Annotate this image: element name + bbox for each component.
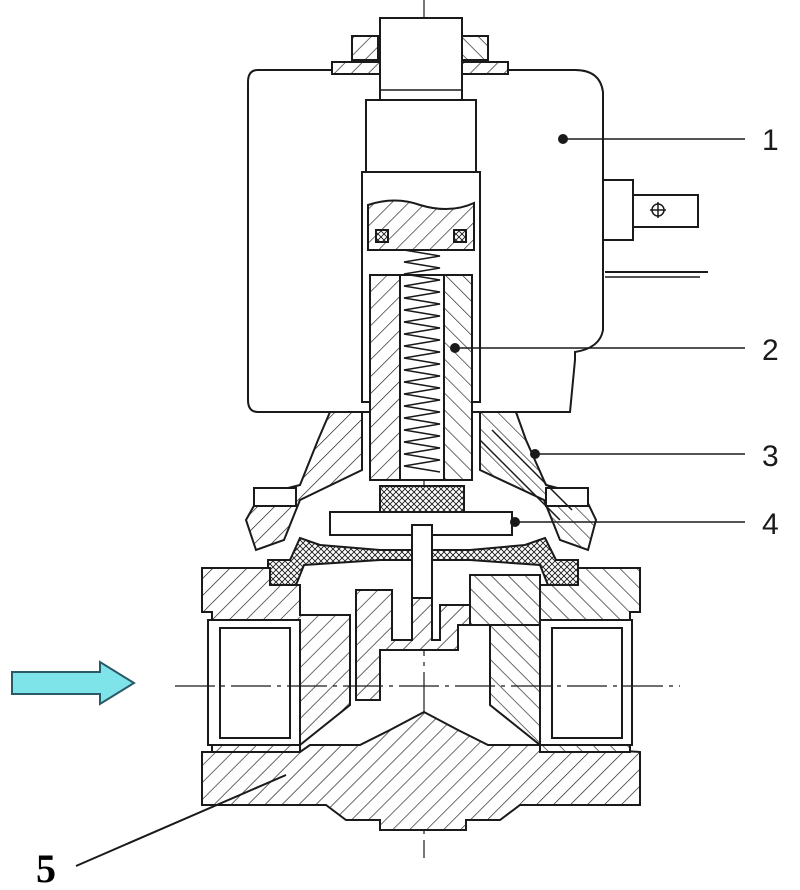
label-1: 1	[762, 124, 779, 157]
label-5: 5	[36, 846, 56, 890]
spring-icon	[403, 249, 441, 473]
connector-icon	[602, 179, 699, 241]
label-2: 2	[762, 334, 779, 367]
leader-lines	[75, 134, 745, 867]
bonnet	[244, 411, 598, 552]
flow-arrow-icon	[11, 660, 136, 706]
label-4: 4	[762, 508, 779, 541]
coil-housing	[247, 69, 708, 413]
top-nut	[331, 17, 509, 173]
valve-body	[175, 567, 680, 831]
armature-tube	[361, 171, 481, 513]
label-3: 3	[762, 440, 779, 473]
diaphragm	[267, 511, 579, 601]
